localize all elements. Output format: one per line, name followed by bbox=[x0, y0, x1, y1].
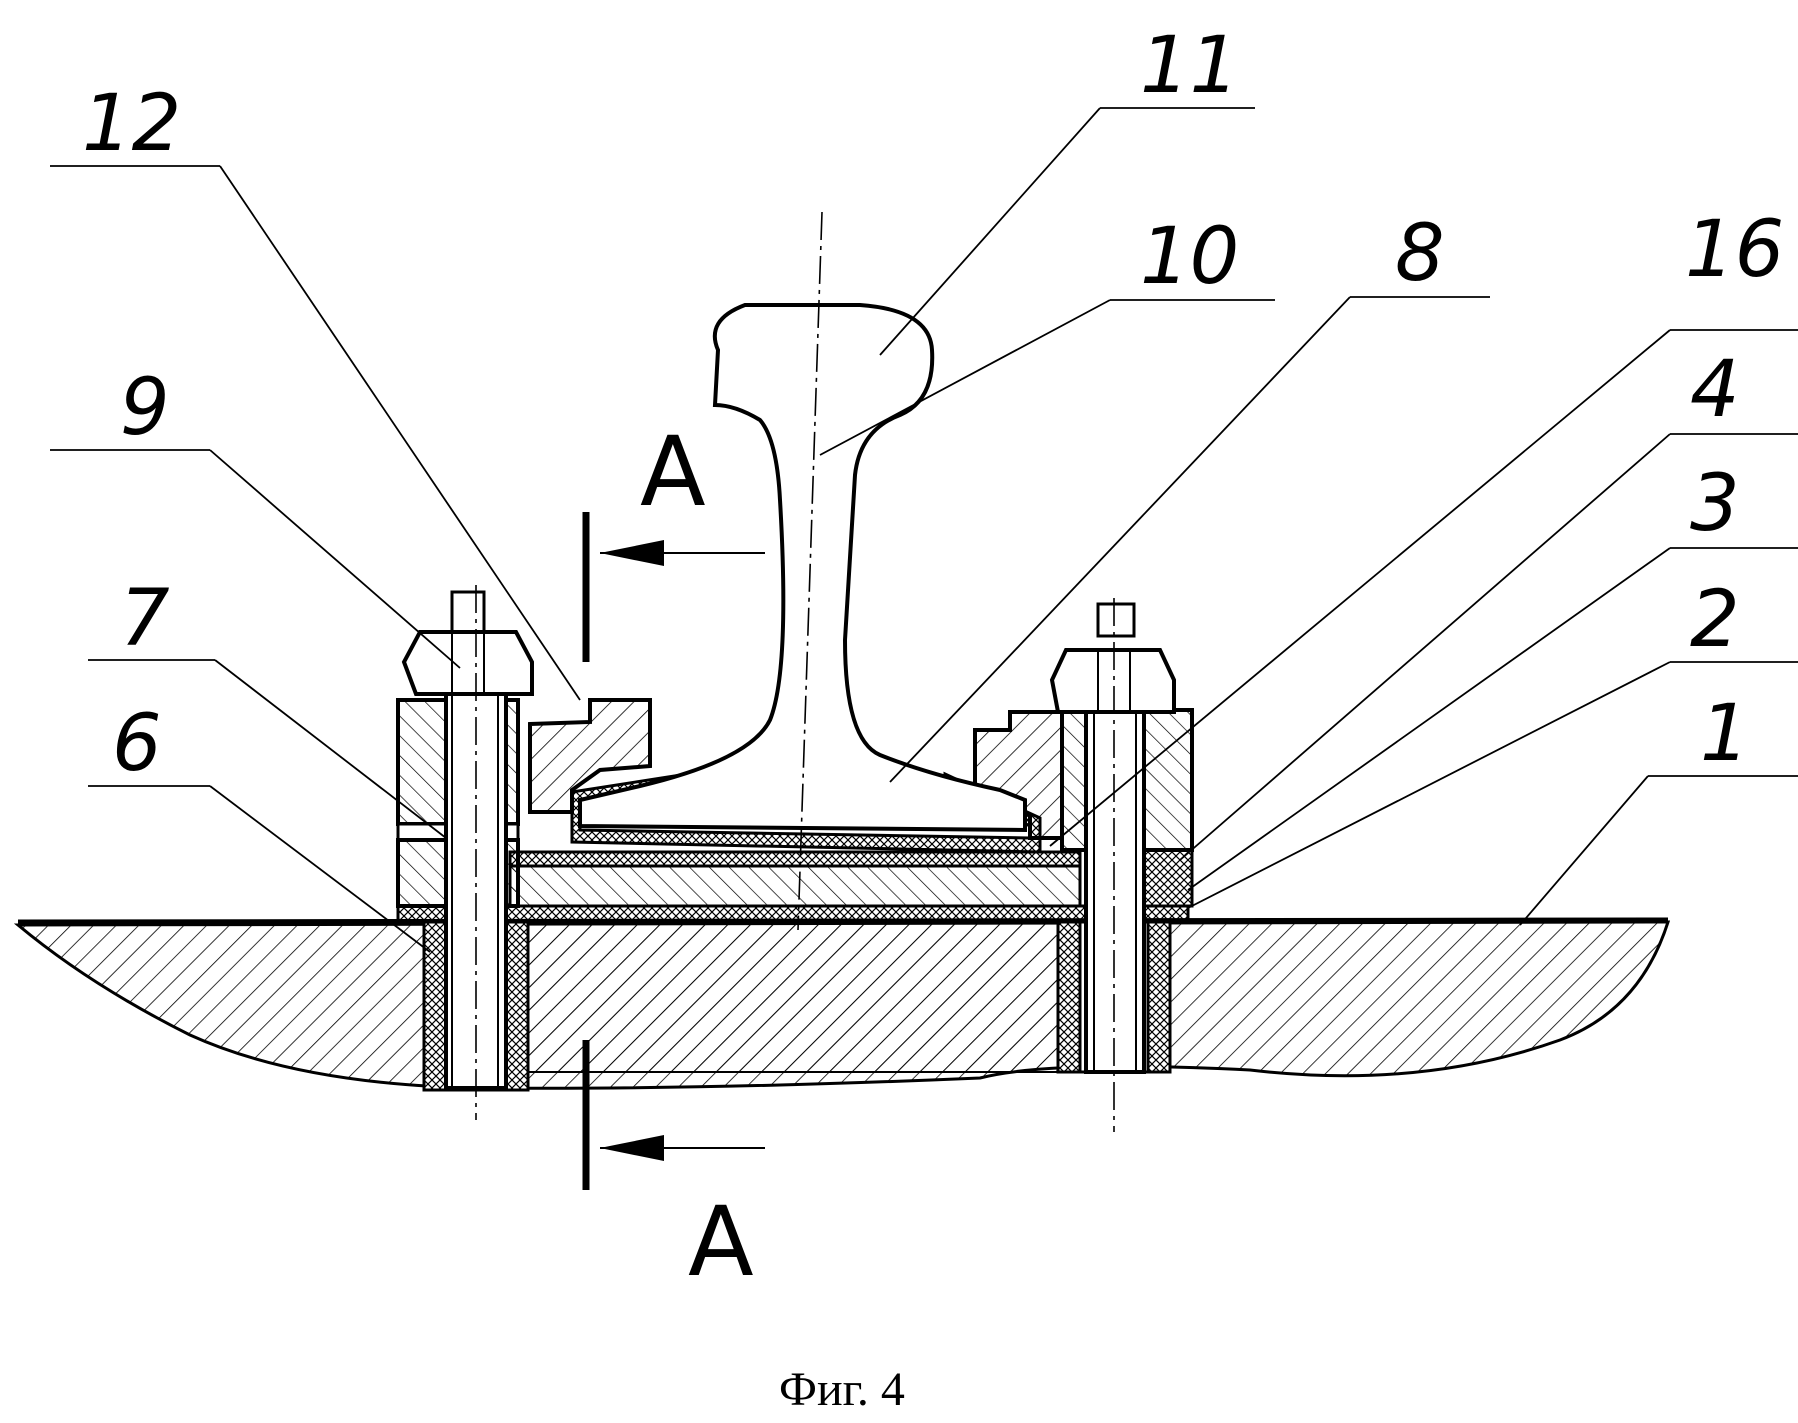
callout-2: 2 bbox=[1690, 575, 1740, 665]
center-foundation-cut bbox=[527, 921, 1059, 1073]
callout-4: 4 bbox=[1690, 345, 1740, 435]
base-plate bbox=[396, 850, 1190, 924]
callout-7: 7 bbox=[120, 574, 170, 664]
callout-12: 12 bbox=[82, 79, 181, 169]
center-lines bbox=[475, 211, 1115, 1132]
callout-8: 8 bbox=[1395, 209, 1445, 299]
left-clamp bbox=[528, 698, 652, 814]
callout-10: 10 bbox=[1140, 212, 1239, 302]
callout-6: 6 bbox=[112, 699, 162, 789]
callout-11: 11 bbox=[1140, 21, 1239, 111]
figure-caption: Фиг. 4 bbox=[779, 1363, 905, 1416]
callout-3: 3 bbox=[1690, 459, 1740, 549]
section-label-bottom: A bbox=[688, 1186, 754, 1298]
callout-1: 1 bbox=[1700, 689, 1750, 779]
right-bolt bbox=[1049, 602, 1176, 1074]
section-mark-bottom bbox=[582, 1040, 765, 1190]
rail bbox=[578, 303, 1027, 833]
section-mark-top bbox=[582, 512, 765, 662]
section-label-top: A bbox=[640, 416, 706, 528]
leader-lines bbox=[50, 107, 1798, 953]
callout-9: 9 bbox=[120, 363, 170, 453]
callout-16: 16 bbox=[1685, 205, 1784, 295]
